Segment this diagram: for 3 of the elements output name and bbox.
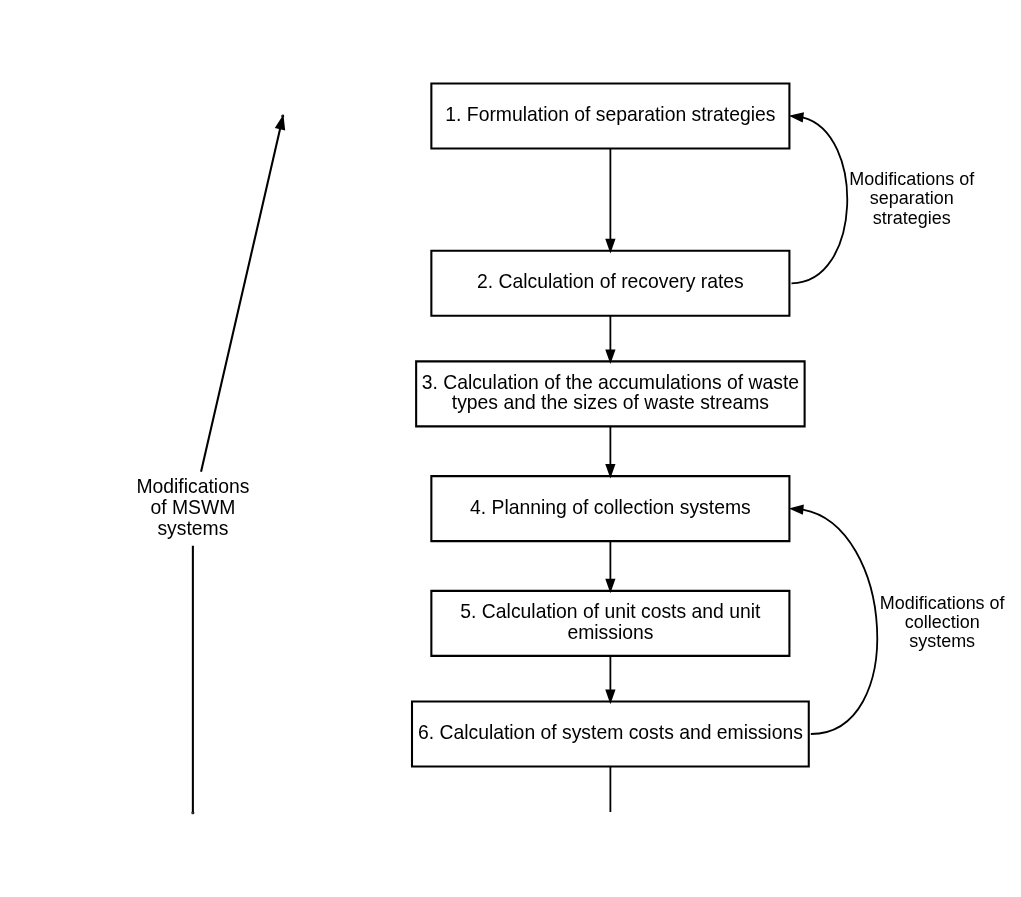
edge-label: Modifications of collection systems [879, 592, 1005, 652]
edge-label: Modifications of separation strategies [849, 169, 975, 228]
label: Modifications of MSWM systems [136, 475, 250, 539]
